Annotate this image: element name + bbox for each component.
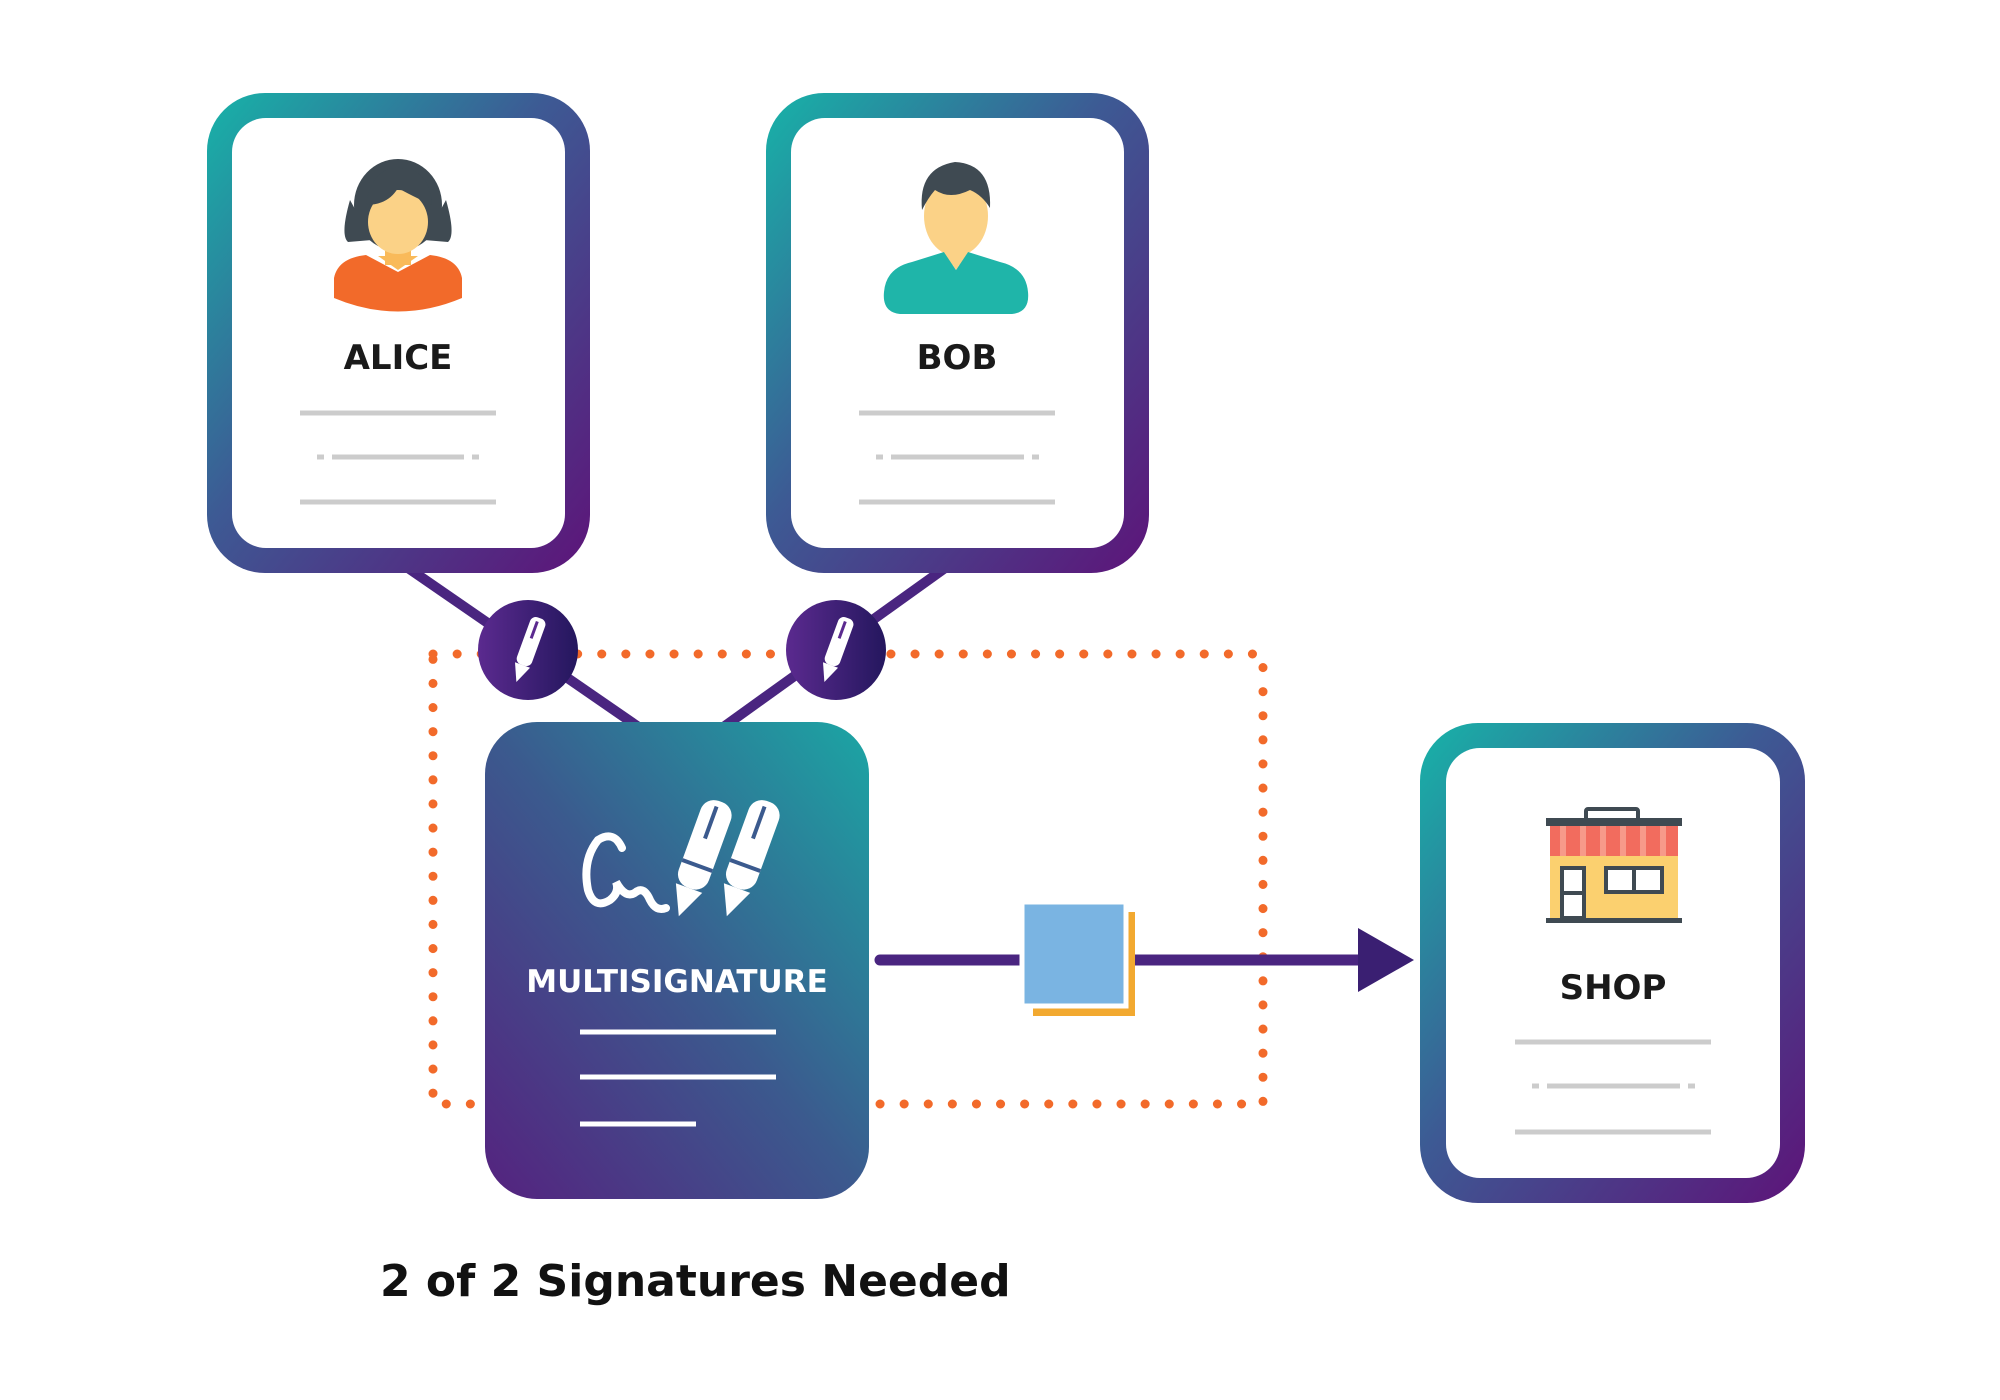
shop-label: SHOP xyxy=(1560,968,1667,1008)
shop-document-lines xyxy=(1515,1039,1711,1135)
signatures-needed-caption: 2 of 2 Signatures Needed xyxy=(380,1256,1011,1307)
bob-label: BOB xyxy=(917,338,998,378)
alice-card[interactable]: ALICE xyxy=(207,93,590,573)
arrow-right-icon xyxy=(1358,928,1414,992)
woman-avatar-icon xyxy=(334,159,462,312)
multisignature-card[interactable]: MULTISIGNATURE xyxy=(485,722,869,1199)
man-avatar-icon xyxy=(883,162,1029,314)
storefront-icon xyxy=(1546,807,1682,923)
multisignature-label: MULTISIGNATURE xyxy=(526,964,828,1000)
bob-document-lines xyxy=(859,410,1055,505)
shop-card[interactable]: SHOP xyxy=(1420,723,1805,1203)
bob-signing-badge xyxy=(786,600,886,700)
multisig-boundary xyxy=(428,649,1268,1109)
bob-card[interactable]: BOB xyxy=(766,93,1149,573)
signature-pens-icon xyxy=(582,800,780,917)
transaction-flow xyxy=(874,899,1414,1016)
alice-signing-badge xyxy=(478,600,578,700)
pen-icon xyxy=(823,617,854,682)
pen-icon xyxy=(515,617,546,682)
alice-label: ALICE xyxy=(344,338,453,378)
multisig-document-lines xyxy=(580,1029,776,1127)
transaction-block-icon xyxy=(1019,899,1135,1016)
alice-document-lines xyxy=(300,410,496,505)
